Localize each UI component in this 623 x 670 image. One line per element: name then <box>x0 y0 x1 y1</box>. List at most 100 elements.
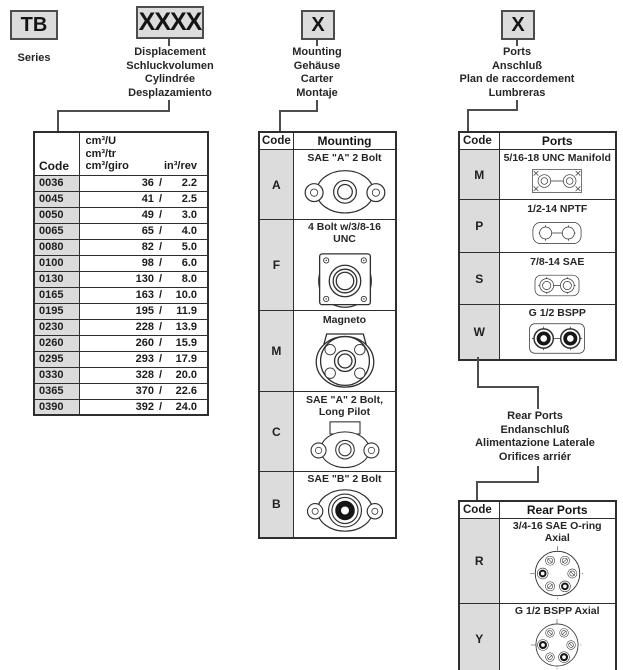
imperial-value: 13.9 <box>175 321 197 333</box>
rear-ports-code: Y <box>458 603 500 670</box>
ports-option-label: 5/16-18 UNC Manifold <box>503 152 611 164</box>
table-row: W G 1/2 BSPP <box>458 304 617 360</box>
ports-code: S <box>458 252 500 305</box>
table-row: F 4 Bolt w/3/8-16 UNC <box>258 219 397 311</box>
table-row: S 7/8-14 SAE <box>458 252 617 305</box>
displacement-code: 0330 <box>33 366 80 384</box>
connector-line <box>537 386 539 409</box>
connector-line <box>477 357 479 388</box>
displacement-code: 0365 <box>33 382 80 400</box>
ports-table: Code Ports M 5/16-18 UNC Manifold <box>458 131 617 361</box>
code-column-header: Code <box>33 131 80 176</box>
displacement-code: 0045 <box>33 190 80 208</box>
table-row: A SAE "A" 2 Bolt <box>258 149 397 220</box>
displacement-code: 0050 <box>33 206 80 224</box>
ports-code: P <box>458 199 500 253</box>
rear-ports-column-header: Rear Ports <box>498 500 617 519</box>
connector-line <box>279 110 281 132</box>
displacement-code: 0080 <box>33 238 80 256</box>
connector-line <box>168 39 170 46</box>
mounting-label: Mounting Gehäuse Carter Montaje <box>292 46 342 99</box>
mounting-table: Code Mounting A SAE "A" 2 Bolt F <box>258 131 398 539</box>
code-column-header: Code <box>258 131 294 150</box>
rear-ports-option-label: 3/4-16 SAE O-ring Axial <box>512 520 602 544</box>
connector-line <box>477 386 539 388</box>
metric-value: 82 <box>141 241 154 253</box>
connector-line <box>279 110 318 112</box>
displacement-code: 0260 <box>33 334 80 352</box>
displacement-code: 0065 <box>33 222 80 240</box>
imperial-value: 5.0 <box>181 241 197 253</box>
metric-value: 98 <box>141 257 154 269</box>
connector-line <box>57 110 170 112</box>
metric-value: 65 <box>141 225 154 237</box>
sae-ports-icon <box>534 274 580 296</box>
mounting-option-label: SAE "A" 2 Bolt <box>307 152 382 164</box>
metric-value: 41 <box>141 193 154 205</box>
displacement-code: 0100 <box>33 254 80 272</box>
ports-code: W <box>458 304 500 360</box>
rear-ports-option-label: G 1/2 BSPP Axial <box>514 605 600 617</box>
mounting-code: F <box>258 219 294 311</box>
sae-a-2-bolt-long-pilot-flange-icon <box>310 421 379 469</box>
table-row: C SAE "A" 2 Bolt, Long Pilot <box>258 391 397 472</box>
imperial-value: 20.0 <box>175 369 197 381</box>
imperial-value: 24.0 <box>175 400 197 413</box>
displacement-label: Displacement Schluckvolumen Cylindrée De… <box>126 46 214 99</box>
sae-a-2-bolt-flange-icon <box>304 170 385 214</box>
connector-line <box>537 466 539 483</box>
metric-value: 36 <box>141 177 154 189</box>
ports-option-label: 7/8-14 SAE <box>530 255 585 268</box>
imperial-value: 22.6 <box>175 385 197 397</box>
ports-code-box: X <box>501 10 535 40</box>
table-row: M 5/16-18 UNC Manifold <box>458 149 617 200</box>
table-row: M Magneto <box>258 310 397 392</box>
table-row: B SAE "B" 2 Bolt <box>258 471 397 538</box>
displacement-code: 0165 <box>33 286 80 304</box>
mounting-code: A <box>258 149 294 220</box>
displacement-code: 0295 <box>33 350 80 368</box>
table-row: Y G 1/2 BSPP Axial <box>458 603 617 670</box>
connector-line <box>467 109 469 132</box>
connector-line <box>57 110 59 132</box>
magneto-flange-icon <box>315 333 374 388</box>
table-row: P 1/2-14 NPTF <box>458 199 617 253</box>
nptf-ports-icon <box>532 221 582 244</box>
displacement-code-box: XXXX <box>136 6 204 39</box>
ports-option-label: 1/2-14 NPTF <box>527 202 588 215</box>
imperial-value: 15.9 <box>175 337 197 349</box>
connector-line <box>467 109 518 111</box>
displacement-code: 0036 <box>33 174 80 192</box>
mounting-code: B <box>258 471 294 538</box>
connector-line <box>516 100 518 111</box>
displacement-code: 0130 <box>33 270 80 288</box>
metric-value: 49 <box>141 209 154 221</box>
metric-value: 293 <box>135 353 154 365</box>
ports-option-label: G 1/2 BSPP <box>528 306 586 319</box>
connector-line <box>168 100 170 112</box>
displacement-code: 0195 <box>33 302 80 320</box>
displacement-table: Code cm³/U cm³/tr cm³/giro in³/rev 0036 3… <box>33 131 209 416</box>
mounting-option-label: 4 Bolt w/3/8-16 UNC <box>308 221 381 245</box>
ports-label: Ports Anschluß Plan de raccordement Lumb… <box>459 46 575 99</box>
units-column-header: cm³/U cm³/tr cm³/giro in³/rev <box>78 131 209 176</box>
metric-value: 228 <box>135 321 154 333</box>
imperial-value: 6.0 <box>181 257 197 269</box>
imperial-value: 2.2 <box>181 177 197 189</box>
bspp-axial-rear-ports-icon <box>531 619 584 670</box>
sae-oring-axial-rear-ports-icon <box>529 546 585 601</box>
mounting-column-header: Mounting <box>292 131 397 150</box>
code-column-header: Code <box>458 500 500 519</box>
code-column-header: Code <box>458 131 500 150</box>
